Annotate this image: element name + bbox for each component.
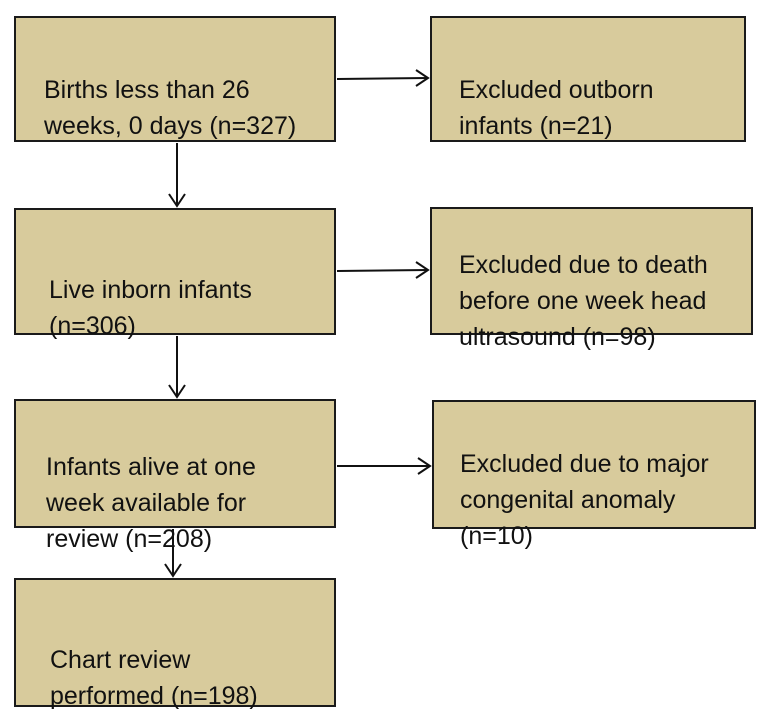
live-inborn-box: Live inborn infants (n=306)	[14, 208, 336, 340]
arrow-births-to-live-inborn	[168, 143, 186, 208]
excluded-outborn-box-text: Excluded outborn infants (n=21)	[459, 76, 654, 140]
chart-review-box: Chart review performed (n=198)	[14, 578, 336, 710]
excluded-anomaly-box-text: Excluded due to major congenital anomaly…	[460, 450, 709, 550]
chart-review-box-text: Chart review performed (n=198)	[50, 646, 258, 710]
alive-one-week-box-text: Infants alive at one week available for …	[46, 453, 256, 553]
arrow-births-to-excluded-outborn	[336, 69, 430, 87]
arrow-live-inborn-to-alive	[168, 336, 186, 399]
excluded-anomaly-box: Excluded due to major congenital anomaly…	[432, 400, 756, 550]
live-inborn-box-text: Live inborn infants (n=306)	[49, 276, 252, 340]
arrow-live-inborn-to-excluded-death	[336, 261, 430, 279]
arrow-alive-to-excluded-anomaly	[337, 457, 432, 475]
births-box-text: Births less than 26 weeks, 0 days (n=327…	[44, 76, 297, 140]
excluded-death-box-text: Excluded due to death before one week he…	[459, 251, 708, 351]
alive-one-week-box: Infants alive at one week available for …	[14, 399, 336, 553]
births-box: Births less than 26 weeks, 0 days (n=327…	[14, 16, 336, 142]
excluded-death-box: Excluded due to death before one week he…	[430, 207, 753, 351]
excluded-outborn-box: Excluded outborn infants (n=21)	[430, 16, 746, 142]
